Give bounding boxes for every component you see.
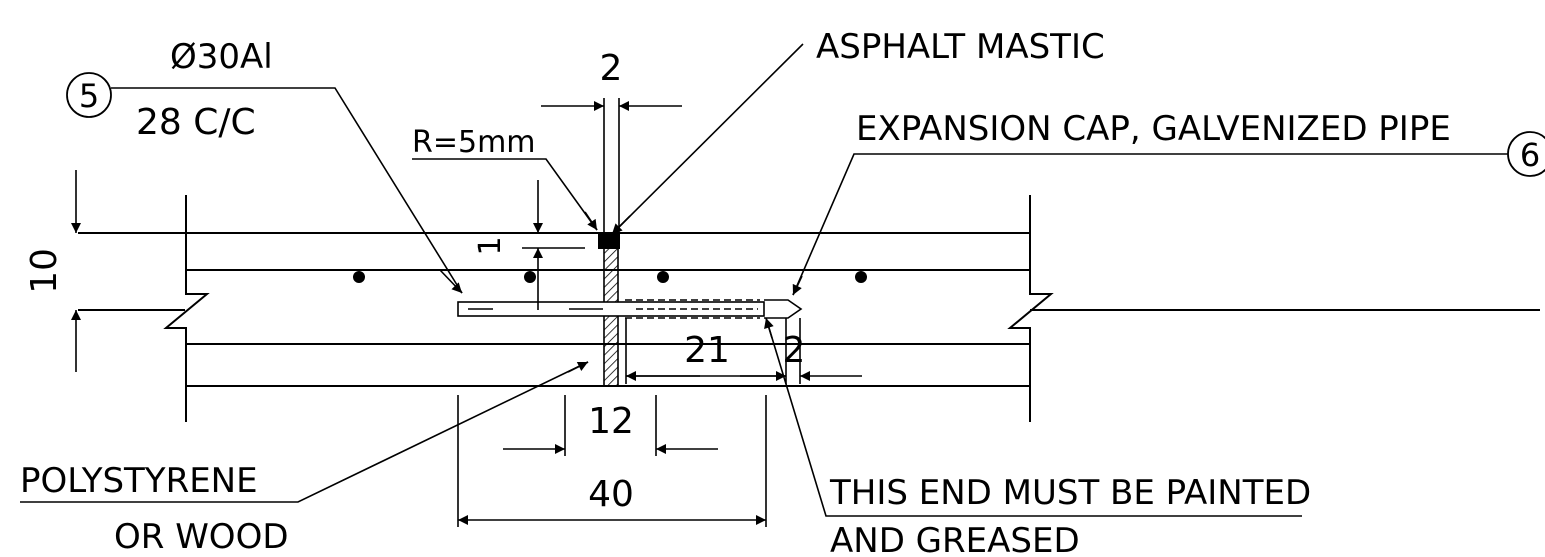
radius-note: R=5mm (412, 125, 598, 231)
radius-leader-arrow (584, 211, 598, 231)
cap-dimensions: 21 2 (625, 318, 862, 384)
left-break-line (163, 195, 210, 422)
bar-diameter-text: Ø30Al (170, 37, 273, 77)
cap-gap-value: 2 (783, 330, 806, 371)
right-break-line (1007, 195, 1054, 422)
filler-text-line1: POLYSTYRENE (20, 461, 258, 501)
center-width-value: 12 (588, 401, 634, 442)
filler-leader-arrow (567, 361, 589, 373)
rebar-dots (353, 271, 867, 283)
end-leader (765, 317, 1302, 517)
radius-leader (412, 158, 598, 231)
dowel-bar-body (457, 301, 765, 317)
radius-text: R=5mm (412, 125, 536, 160)
rebar-dot (524, 271, 536, 283)
filler-note: POLYSTYRENE OR WOOD (20, 361, 589, 557)
slab-thickness-dimension: 10 (24, 170, 81, 372)
bar-leader-arrow (439, 269, 463, 294)
end-text-line1: THIS END MUST BE PAINTED (829, 473, 1311, 513)
cap-length-value: 21 (684, 330, 730, 371)
asphalt-note: ASPHALT MASTIC (611, 27, 1105, 235)
cap-callout-number: 6 (1520, 136, 1540, 174)
cover-dimension: 1 (473, 180, 585, 310)
filler-text-line2: OR WOOD (114, 517, 289, 557)
end-text-line2: AND GREASED (830, 521, 1080, 557)
cover-value: 1 (473, 236, 508, 255)
joint-width-value: 2 (600, 48, 623, 89)
cap-callout: EXPANSION CAP, GALVENIZED PIPE 6 (792, 109, 1545, 296)
joint-width-dimension: 2 (541, 48, 682, 233)
asphalt-text: ASPHALT MASTIC (816, 27, 1105, 67)
callout-circle (66, 72, 112, 118)
total-length-value: 40 (588, 474, 634, 515)
rebar-dot (657, 271, 669, 283)
bar-leader-line (111, 87, 463, 294)
end-note: THIS END MUST BE PAINTED AND GREASED (764, 317, 1311, 557)
bar-callout: 5 Ø30Al 28 C/C (66, 37, 463, 294)
end-leader-arrow (764, 317, 774, 339)
callout-circle (1507, 131, 1545, 177)
rebar-dot (855, 271, 867, 283)
cap-label-text: EXPANSION CAP, GALVENIZED PIPE (856, 109, 1451, 149)
asphalt-mastic-seal (598, 233, 620, 249)
rebar-dot (353, 271, 365, 283)
dowel-bar (457, 299, 803, 319)
bar-spacing-text: 28 C/C (136, 102, 256, 143)
asphalt-leader-arrow (611, 215, 631, 235)
joint-filler-hatch (603, 247, 619, 387)
expansion-cap-end (764, 299, 803, 319)
slab-outline (78, 195, 1540, 422)
filler-leader (20, 361, 589, 503)
asphalt-leader (611, 43, 804, 235)
bar-callout-number: 5 (79, 77, 99, 115)
cap-leader-arrow (792, 275, 803, 296)
center-width-dimension: 12 (503, 395, 718, 456)
total-length-dimension: 40 (457, 395, 767, 527)
cap-leader-line (792, 153, 1508, 296)
slab-thickness-value: 10 (24, 248, 65, 294)
